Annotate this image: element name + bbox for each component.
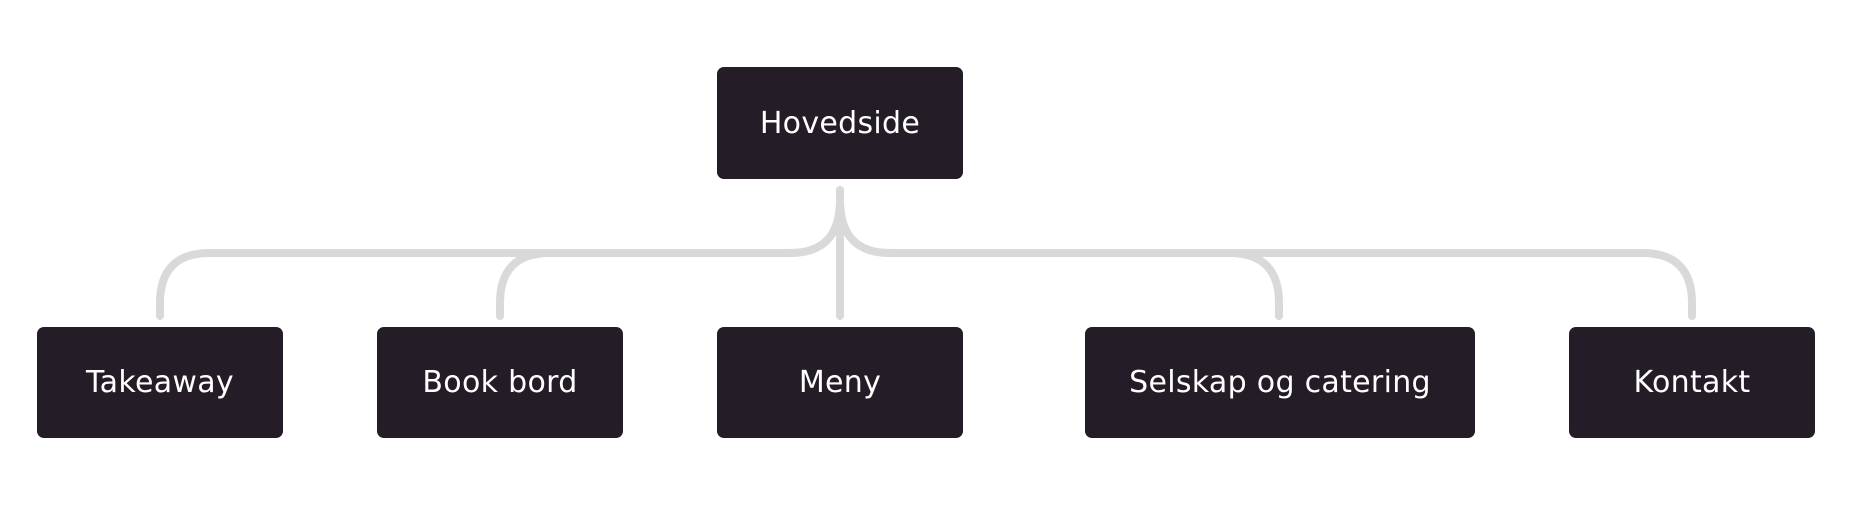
node-kontakt: Kontakt: [1569, 327, 1815, 438]
node-hovedside: Hovedside: [717, 67, 963, 179]
node-label: Selskap og catering: [1129, 365, 1431, 400]
node-selskap-og-catering: Selskap og catering: [1085, 327, 1475, 438]
node-label: Meny: [798, 365, 882, 400]
node-label: Kontakt: [1633, 365, 1751, 400]
node-label: Takeaway: [86, 365, 234, 400]
node-label: Hovedside: [759, 105, 921, 141]
node-meny: Meny: [717, 327, 963, 438]
node-book-bord: Book bord: [377, 327, 623, 438]
node-label: Book bord: [422, 365, 578, 400]
node-takeaway: Takeaway: [37, 327, 283, 438]
